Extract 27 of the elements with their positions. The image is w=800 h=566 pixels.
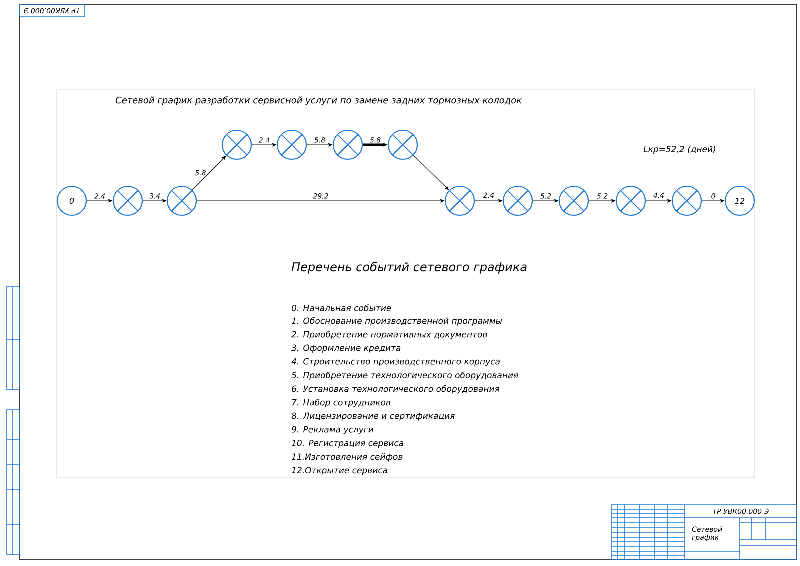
crossed-event-circle <box>558 186 590 216</box>
event-list-item: 5. Приобретение технологического оборудования <box>292 372 518 380</box>
event-list-item: 11.Изготовления сейфов <box>292 454 403 462</box>
event-list-item: 9. Реклама услуги <box>292 426 374 434</box>
crossed-event-circle <box>616 186 646 216</box>
crossed-event-circle <box>222 130 252 160</box>
crossed-event-circle <box>166 186 198 216</box>
event-list-item: 8. Лицензирование и сертификация <box>292 412 455 421</box>
crossed-event-circle <box>672 186 702 216</box>
crossed-event-circle <box>388 130 418 160</box>
event-list-item: 3. Оформление кредита <box>292 344 401 353</box>
event-list-item: 10. Регистрация сервиса <box>292 440 404 448</box>
event-list-item: 0. Начальная событие <box>292 304 392 312</box>
event-list-item: 1. Обоснование производственной программы <box>292 317 502 326</box>
event-list-item: 2. Приобретение нормативных документов <box>292 331 488 340</box>
critical-path-note: Lкр=52,2 (дней) <box>644 146 716 154</box>
crossed-event-circle <box>276 130 308 160</box>
event-list-item: 6. Установка технологического оборудования <box>292 385 500 394</box>
crossed-event-circle <box>444 186 476 216</box>
event-list-item: 7. Набор сотрудников <box>292 399 390 408</box>
crossed-event-circle <box>112 186 144 216</box>
diagram-title: Сетевой график разработки сервисной услуги по замене задних тормозных колодок <box>116 96 522 106</box>
list-heading: Перечень событий сетевого графика <box>292 262 527 274</box>
event-list-item: 12.Открытие сервиса <box>292 467 388 476</box>
crossed-event-circle <box>332 130 364 160</box>
crossed-event-circle <box>502 186 534 216</box>
event-list-item: 4. Строительство производственного корпуса <box>292 358 500 366</box>
